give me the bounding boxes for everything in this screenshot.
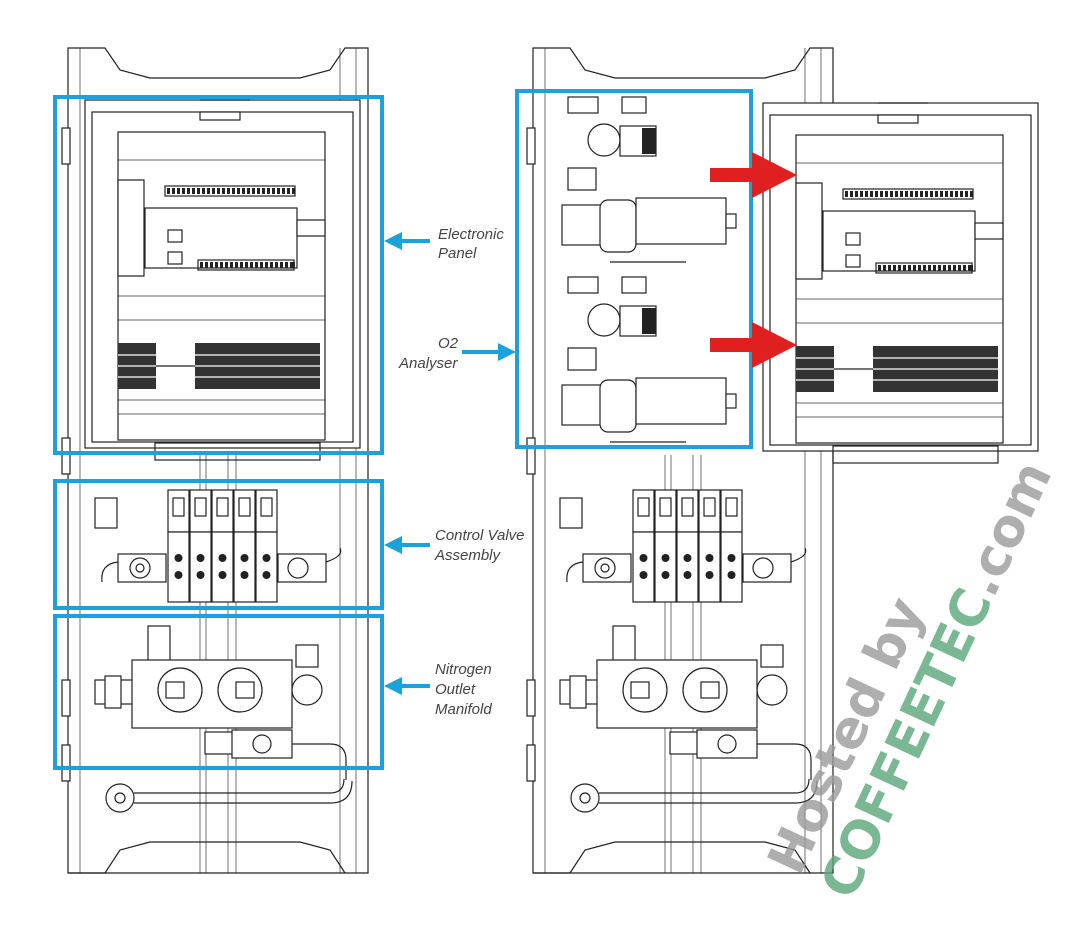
relocated-electronic-panel — [762, 102, 1039, 464]
label-electronic-panel: Electronic Panel — [438, 226, 508, 262]
control-valve-callout-box — [53, 479, 384, 610]
label-line: Manifold — [435, 701, 492, 718]
middle-control-valve-assembly — [559, 489, 807, 603]
label-line: Control Valve — [435, 527, 525, 544]
electronic-panel-callout-box — [53, 95, 384, 455]
arrow-nitrogen-manifold — [384, 677, 430, 695]
left-unit — [53, 47, 384, 874]
label-nitrogen-outlet-manifold: Nitrogen Outlet Manifold — [435, 661, 496, 718]
left-nitrogen-manifold — [94, 625, 353, 813]
nitrogen-manifold-callout-box — [53, 614, 384, 770]
o2-analyser-assembly — [561, 96, 737, 443]
red-arrow-lower — [710, 322, 797, 368]
label-line: Nitrogen — [435, 661, 492, 678]
label-line: Analyser — [398, 355, 458, 372]
watermark: Hosted by COFFEETEC.com — [757, 428, 1064, 908]
arrow-control-valve — [384, 536, 430, 554]
label-line: Assembly — [434, 547, 502, 564]
label-line: Outlet — [435, 681, 476, 698]
red-arrow-upper — [710, 152, 797, 198]
o2-analyser-callout-box — [515, 89, 753, 449]
left-control-valve-assembly — [94, 489, 342, 603]
relocation-arrows — [710, 152, 797, 368]
watermark-suffix: .com — [950, 452, 1064, 605]
left-electronic-panel — [84, 99, 361, 461]
middle-nitrogen-manifold — [559, 625, 818, 813]
label-line: O2 — [438, 335, 459, 352]
arrow-o2-analyser — [462, 343, 516, 361]
label-control-valve-assembly: Control Valve Assembly — [434, 527, 529, 564]
label-line: Panel — [438, 245, 477, 262]
middle-unit — [515, 47, 834, 874]
label-line: Electronic — [438, 226, 504, 243]
arrow-electronic-panel — [384, 232, 430, 250]
label-o2-analyser: O2 Analyser — [398, 335, 462, 372]
